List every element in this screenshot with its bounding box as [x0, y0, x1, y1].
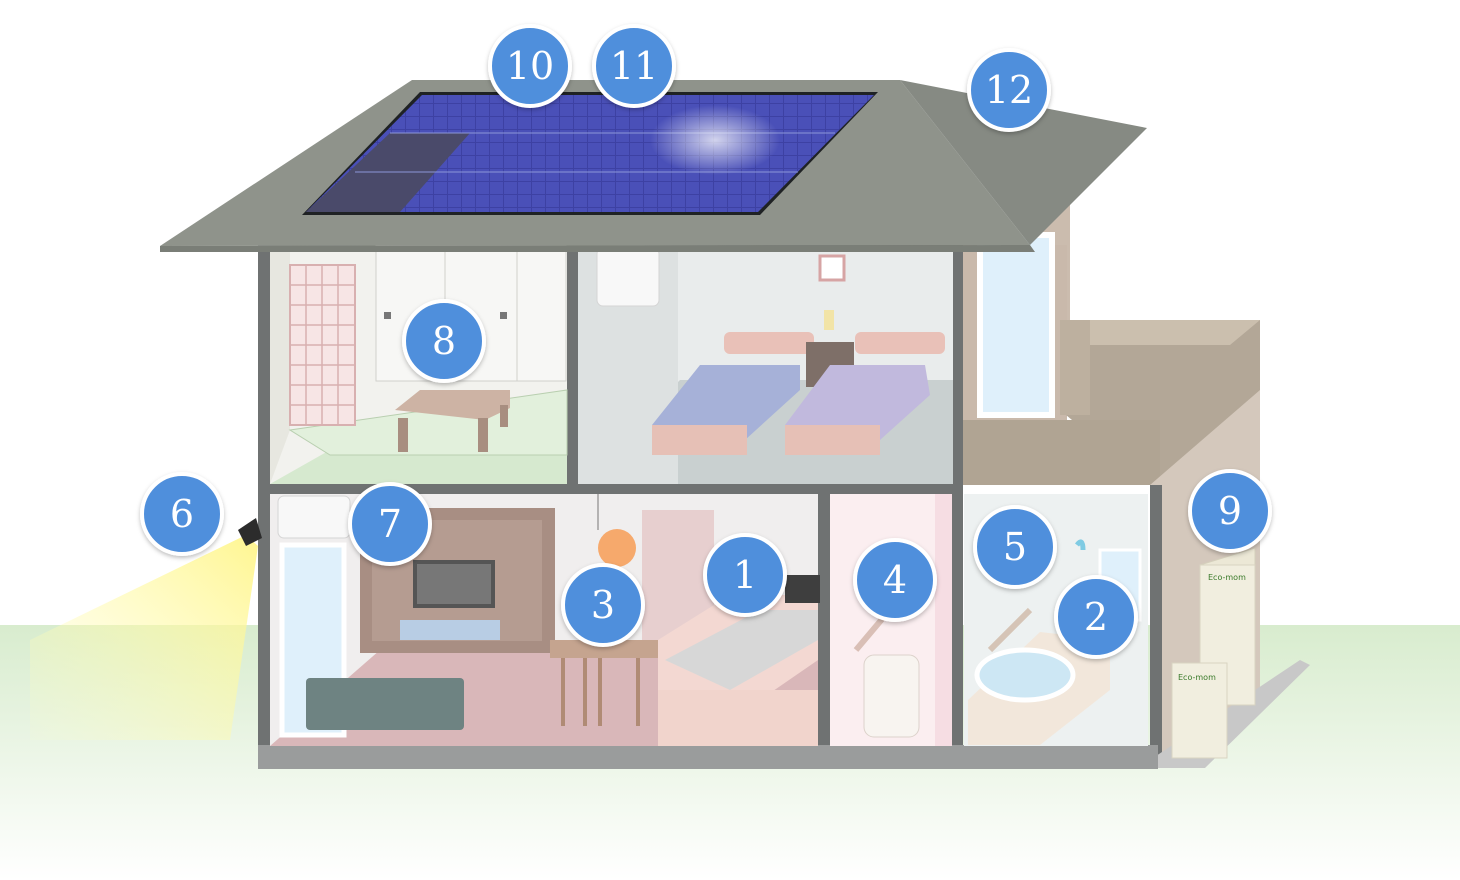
hotspot-number: 5 — [1003, 525, 1027, 569]
hotspot-number: 1 — [733, 553, 757, 597]
hotspot-badge-circle[interactable] — [973, 505, 1057, 589]
hotspot-bath-shower[interactable]: 5 — [973, 505, 1057, 589]
hotspot-number: 8 — [432, 319, 456, 363]
hotspot-number: 11 — [610, 44, 658, 88]
heater-outdoor-unit — [1171, 662, 1228, 759]
hotspot-number: 12 — [985, 68, 1033, 112]
hotspot-badge-circle[interactable] — [853, 538, 937, 622]
light-beam — [30, 535, 258, 740]
house-frame — [258, 240, 1158, 769]
hotspot-number: 6 — [170, 492, 194, 536]
heater-brand-tank: Eco-mom — [1208, 573, 1246, 582]
stove — [785, 575, 820, 603]
hotspot-number: 3 — [591, 583, 615, 627]
hotspot-toilet[interactable]: 4 — [853, 538, 937, 622]
hotspot-number: 4 — [883, 558, 907, 602]
living-aircon — [277, 495, 351, 539]
hotspot-living-aircon[interactable]: 7 — [348, 482, 432, 566]
hotspot-bathtub[interactable]: 2 — [1054, 575, 1138, 659]
hotspot-water-heater[interactable]: 9 — [1188, 469, 1272, 553]
wall-clock — [818, 254, 846, 282]
hotspot-badge-circle[interactable] — [592, 24, 676, 108]
bed-right — [785, 332, 945, 455]
hotspot-badge-circle[interactable] — [348, 482, 432, 566]
hotspot-badge-circle[interactable] — [703, 533, 787, 617]
outdoor-light-fixture — [238, 518, 262, 546]
low-table — [395, 390, 510, 452]
hotspot-kitchen[interactable]: 1 — [703, 533, 787, 617]
kitchen-counter — [658, 575, 820, 746]
sofa — [306, 678, 464, 730]
hotspot-roof[interactable]: 12 — [967, 48, 1051, 132]
hotspot-badge-circle[interactable] — [561, 563, 645, 647]
hotspot-badge-circle[interactable] — [1188, 469, 1272, 553]
hotspot-badge-circle[interactable] — [488, 24, 572, 108]
hotspot-badge-circle[interactable] — [1054, 575, 1138, 659]
hotspot-japanese-room[interactable]: 8 — [402, 299, 486, 383]
hotspot-outdoor-light[interactable]: 6 — [140, 472, 224, 556]
bedroom-aircon — [596, 247, 660, 307]
water-heater-units: Eco-mom Eco-mom — [1171, 547, 1256, 759]
hotspot-number: 7 — [378, 502, 402, 546]
hotspot-dining-light[interactable]: 3 — [561, 563, 645, 647]
hotspot-badge-circle[interactable] — [140, 472, 224, 556]
hotspot-badge-circle[interactable] — [402, 299, 486, 383]
hotspot-badge-circle[interactable] — [967, 48, 1051, 132]
heater-brand-unit: Eco-mom — [1178, 673, 1216, 682]
solar-panel-array — [302, 92, 878, 215]
bed-left — [652, 332, 814, 455]
hotspot-solar-panel-b[interactable]: 11 — [592, 24, 676, 108]
toilet — [863, 654, 920, 738]
pendant-lamp — [598, 529, 636, 567]
hotspot-number: 2 — [1084, 595, 1108, 639]
hotspot-solar-panel-a[interactable]: 10 — [488, 24, 572, 108]
hotspot-number: 10 — [506, 44, 554, 88]
hotspot-number: 9 — [1218, 489, 1242, 533]
dining-table — [550, 640, 658, 658]
annex-window — [977, 232, 1055, 418]
